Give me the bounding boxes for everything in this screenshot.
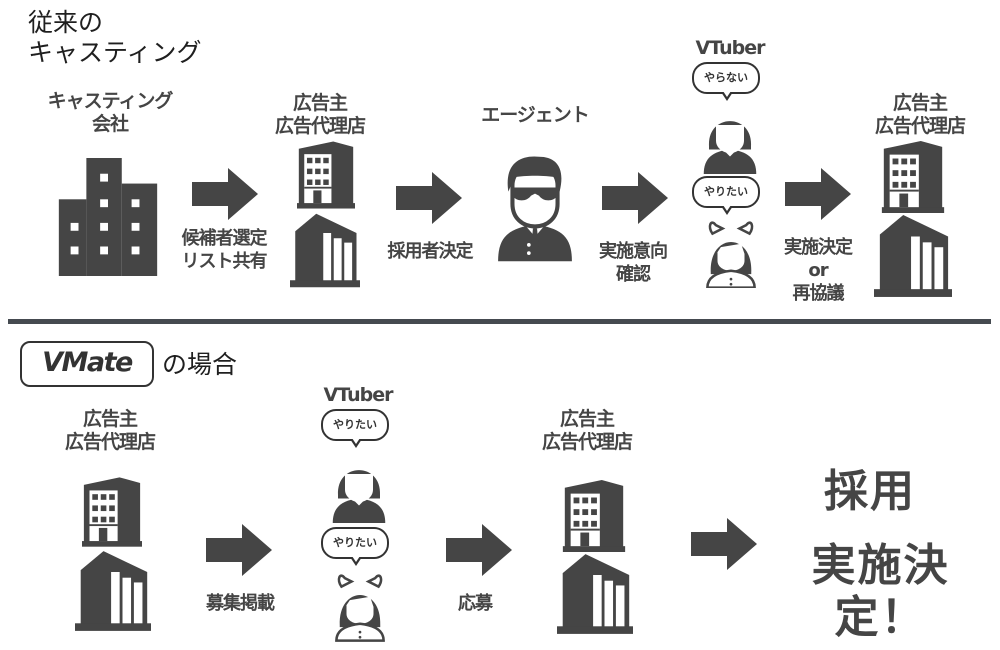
arrow-right-icon [192,168,258,220]
office-building-icon [562,480,626,552]
vmate-arrow2-caption: 応募 [458,593,493,614]
arrow4-caption-line2: or [808,260,828,281]
arrow2-caption: 採用者決定 [387,241,474,262]
advertiser-label-line2: 広告代理店 [541,431,633,453]
warehouse-building-icon [874,215,952,297]
advertiser-label-line1: 広告主 [292,92,348,114]
arrow-right-icon [396,172,462,224]
vmate-heading-suffix: の場合 [162,350,238,379]
arrow4-caption-line1: 実施決定 [784,237,853,258]
arrow-right-icon [446,524,512,576]
advertiser-label-line1: 広告主 [82,408,138,430]
office-building-icon [297,141,355,209]
advertiser-label-line1: 広告主 [559,408,615,430]
casting-company-buildings-icon [58,158,158,276]
vmate-logo: VMate [20,341,154,387]
office-building-icon [82,477,142,547]
vmate-arrow1-caption: 募集掲載 [206,593,275,614]
casting-company-label-line1: キャスティング [47,90,174,112]
speech-bubble-accept: やりたい [692,176,760,215]
agent-sunglasses-icon [494,150,576,266]
arrow1-caption: 候補者選定 リスト共有 [163,227,285,273]
arrow-right-icon [602,172,668,224]
advertiser-label: 広告主 広告代理店 [265,92,375,138]
traditional-heading-line1: 従来の [28,8,104,37]
arrow4-caption: 実施決定 or 再協議 [758,236,878,305]
section-divider [8,319,991,324]
arrow1-caption-line2: リスト共有 [181,251,268,272]
vtuber-label: VTuber [323,384,394,406]
advertiser-label-line1: 広告主 [892,92,948,114]
arrow3-caption-line2: 確認 [616,264,651,285]
advertiser-label-line2: 広告代理店 [64,431,156,453]
female-bow-avatar-icon [333,570,387,642]
traditional-heading: 従来の キャスティング [28,8,202,68]
result-line2: 実施決定！ [811,540,950,643]
warehouse-building-icon [75,551,151,631]
advertiser-label: 広告主 広告代理店 [532,408,642,454]
female-avatar-icon [702,104,758,174]
female-avatar-icon [331,452,387,524]
speech-bubble-accept: やりたい [321,527,389,566]
casting-company-label-line2: 会社 [91,113,129,135]
result-line1: 採用 [824,466,916,517]
arrow-right-icon [691,518,757,570]
advertiser-label-line2: 広告代理店 [874,115,966,137]
female-bow-avatar-icon [704,218,758,288]
warehouse-building-icon [290,213,360,288]
advertiser-label: 広告主 広告代理店 [860,92,980,138]
arrow3-caption-line1: 実施意向 [599,241,668,262]
advertiser-label: 広告主 広告代理店 [55,408,165,454]
arrow4-caption-line3: 再協議 [792,283,845,304]
traditional-heading-line2: キャスティング [28,38,202,67]
agent-label: エージェント [481,104,590,126]
office-building-icon [880,141,946,213]
warehouse-building-icon [557,554,633,634]
speech-bubble-accept: やりたい [321,409,389,448]
arrow-right-icon [206,524,272,576]
arrow1-caption-line1: 候補者選定 [181,228,268,249]
advertiser-label-line2: 広告代理店 [274,115,366,137]
speech-bubble-decline: やらない [692,62,760,101]
vtuber-label: VTuber [695,37,766,59]
casting-company-label: キャスティング 会社 [25,90,195,136]
arrow3-caption: 実施意向 確認 [578,240,688,286]
arrow-right-icon [785,168,851,220]
